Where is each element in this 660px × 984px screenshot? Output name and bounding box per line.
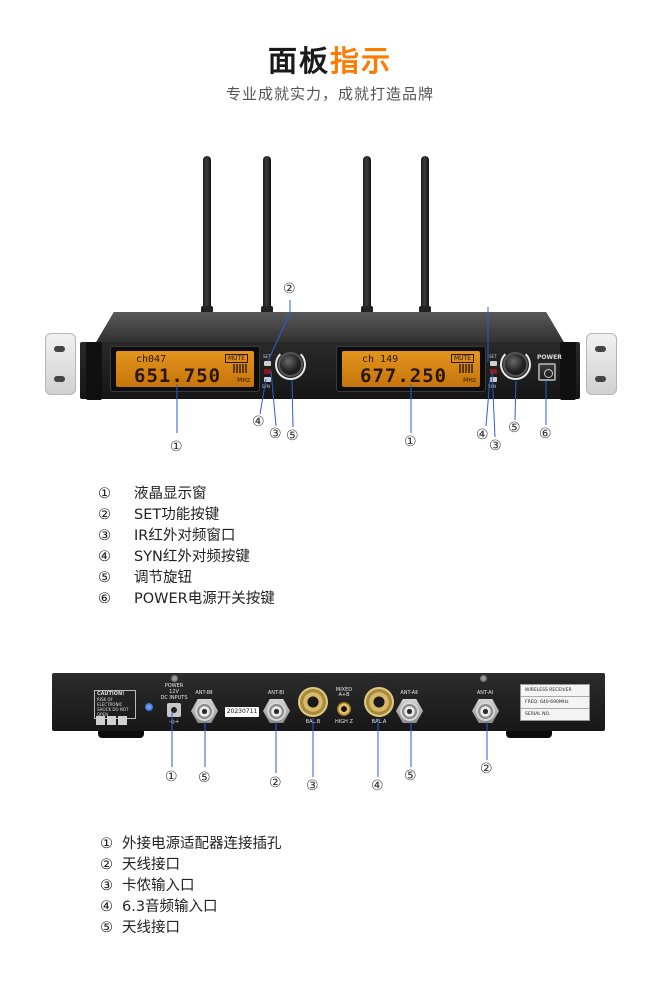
rear-callout-1: ① — [165, 769, 178, 785]
rack-ear-left — [45, 333, 76, 395]
warning-icon — [96, 716, 105, 725]
front-callout-5a: ⑤ — [286, 428, 299, 444]
dc-polarity-label: -◎+ — [168, 719, 180, 725]
lcd-b-mute: MUTE — [450, 354, 474, 363]
serial-label: WIRELESS RECEIVER FREQ: 640-690MHz SERIA… — [520, 684, 590, 721]
rear-chassis — [52, 673, 605, 731]
xlr-output-b[interactable] — [298, 687, 328, 717]
dc-power-jack[interactable] — [167, 703, 181, 717]
bal-a-label: BAL.A — [371, 719, 387, 725]
warning-icon — [118, 716, 127, 725]
ant-b1-connector[interactable] — [267, 702, 286, 721]
lcd-a-channel: ch047 — [136, 354, 167, 365]
pairing-button[interactable] — [145, 703, 153, 711]
rack-ear-right — [586, 333, 617, 395]
rear-callout-2a: ② — [269, 775, 282, 791]
set-button-b[interactable] — [490, 361, 497, 366]
handle-right — [560, 342, 576, 400]
lcd-a-signal-bars — [233, 364, 247, 373]
lcd-b-signal-bars — [459, 364, 473, 373]
rear-foot-left — [98, 728, 144, 738]
ant-a1-label: ANT-AⅠ — [476, 690, 494, 696]
lcd-b-frequency: 677.250 — [360, 365, 448, 387]
rear-screw-2 — [480, 675, 487, 682]
lcd-a-frequency: 651.750 — [134, 365, 222, 387]
set-button-a[interactable] — [264, 361, 271, 366]
rear-callout-3: ③ — [306, 778, 319, 794]
chassis-top — [95, 312, 565, 344]
jack-6-3-output[interactable] — [337, 702, 351, 716]
ant-b2-connector[interactable] — [195, 702, 214, 721]
rear-callout-4: ④ — [371, 778, 384, 794]
rear-callout-5b: ⑤ — [404, 768, 417, 784]
knob-ring-a — [275, 349, 306, 380]
set-label-a: SET — [263, 354, 271, 359]
ant-a2-label: ANT-AⅡ — [400, 690, 418, 696]
ant-a2-connector[interactable] — [400, 702, 419, 721]
high-z-label: HIGH Z — [335, 719, 353, 725]
page-title: 面板指示 — [0, 38, 660, 80]
lcd-display-a: ch047 651.750 MUTE MHz — [116, 351, 254, 387]
power-button[interactable] — [538, 363, 556, 381]
rear-callout-5a: ⑤ — [198, 770, 211, 786]
ant-b1-label: ANT-BⅠ — [267, 690, 285, 696]
front-callout-6: ⑥ — [539, 426, 552, 442]
syn-label-a: SYN — [262, 384, 270, 389]
ant-b2-label: ANT-BⅡ — [195, 690, 213, 696]
warning-icon — [107, 716, 116, 725]
front-callout-2: ② — [283, 281, 296, 297]
handle-left — [86, 342, 102, 400]
front-callout-4a: ④ — [252, 414, 265, 430]
syn-button-b[interactable] — [490, 377, 497, 382]
date-tag: 20230711 — [225, 707, 259, 717]
caution-icons — [96, 710, 129, 729]
lcd-b-channel: ch 149 — [362, 354, 399, 365]
title-main: 面板 — [267, 44, 330, 78]
page-subtitle: 专业成就实力，成就打造品牌 — [225, 85, 434, 103]
ant-a1-connector[interactable] — [476, 702, 495, 721]
power-label: POWER — [537, 354, 562, 361]
front-callout-1b: ① — [404, 434, 417, 450]
front-callout-4b: ④ — [476, 427, 489, 443]
lcd-a-mute: MUTE — [224, 354, 248, 363]
knob-ring-b — [500, 349, 531, 380]
lcd-b-unit: MHz — [463, 377, 476, 384]
front-callout-3a: ③ — [269, 426, 282, 442]
set-label-b: SET — [489, 354, 497, 359]
front-callout-3b: ③ — [489, 438, 502, 454]
rear-foot-right — [506, 728, 552, 738]
lcd-a-unit: MHz — [237, 377, 250, 384]
syn-label-b: SYN — [488, 384, 496, 389]
power-input-label: POWER 12V DC INPUTS — [160, 683, 188, 701]
title-accent: 指示 — [330, 44, 393, 78]
ir-window-b — [490, 369, 497, 374]
rear-callout-2b: ② — [480, 761, 493, 777]
mixed-label: MIXED A+B — [335, 687, 353, 698]
front-callout-5b: ⑤ — [508, 420, 521, 436]
syn-button-a[interactable] — [264, 377, 271, 382]
ir-window-a — [264, 369, 271, 374]
lcd-display-b: ch 149 677.250 MUTE MHz — [342, 351, 480, 387]
rear-screw-1 — [171, 675, 178, 682]
front-callout-1a: ① — [170, 439, 183, 455]
xlr-output-a[interactable] — [364, 687, 394, 717]
